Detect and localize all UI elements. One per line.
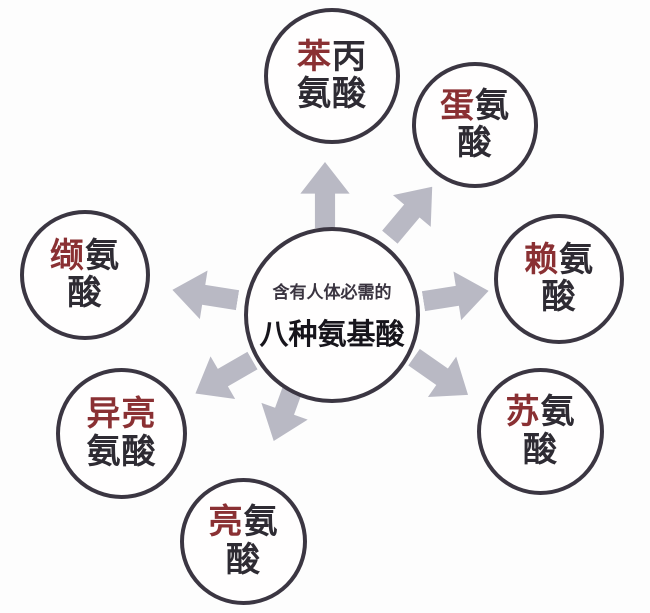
arrow-right-icon — [419, 263, 493, 329]
arrow-up-icon — [297, 162, 353, 228]
center-subtitle: 含有人体必需的 — [272, 282, 392, 302]
node-line2: 酸 — [67, 275, 103, 312]
center-title: 八种氨基酸 — [259, 318, 405, 351]
node-line2: 氨酸 — [86, 433, 157, 471]
node-rest-text: 氨 — [559, 241, 594, 279]
node-line2: 酸 — [541, 279, 577, 316]
node-highlight-text: 亮 — [208, 504, 244, 542]
node-line1: 赖氨 — [524, 242, 594, 279]
node-line1: 苏氨 — [506, 394, 576, 431]
node-highlight-text: 异亮 — [86, 396, 157, 434]
node-rest-text: 氨 — [475, 87, 510, 125]
node-line1: 缬氨 — [50, 238, 120, 275]
node-rest-text: 氨 — [540, 394, 576, 432]
node-line2: 酸 — [457, 125, 493, 162]
node-methionine: 蛋氨 酸 — [412, 62, 538, 188]
node-valine: 缬氨 酸 — [20, 210, 150, 340]
arrow-left-icon — [168, 262, 242, 328]
node-phenylalanine: 苯丙 氨酸 — [264, 8, 400, 144]
node-line1: 亮氨 — [209, 504, 279, 541]
node-threonine: 苏氨 酸 — [477, 368, 604, 495]
node-rest-text: 氨 — [243, 504, 279, 542]
node-line1: 异亮 — [87, 396, 157, 433]
node-leucine: 亮氨 酸 — [180, 478, 307, 605]
node-lysine: 赖氨 酸 — [494, 214, 624, 344]
node-line1: 蛋氨 — [440, 88, 510, 125]
node-highlight-text: 苏 — [505, 394, 541, 432]
node-line2: 酸 — [226, 541, 261, 579]
node-line1: 苯丙 — [297, 39, 367, 76]
node-highlight-text: 缬 — [50, 237, 85, 275]
node-line2: 氨酸 — [297, 76, 367, 113]
node-rest-text: 丙 — [332, 38, 367, 76]
center-node: 含有人体必需的 八种氨基酸 — [244, 227, 420, 403]
node-highlight-text: 赖 — [524, 241, 559, 279]
node-rest-text: 氨 — [85, 237, 120, 275]
node-isoleucine: 异亮 氨酸 — [56, 368, 187, 499]
node-highlight-text: 苯 — [297, 38, 332, 76]
node-highlight-text: 蛋 — [440, 87, 475, 125]
node-line2: 酸 — [523, 431, 558, 469]
